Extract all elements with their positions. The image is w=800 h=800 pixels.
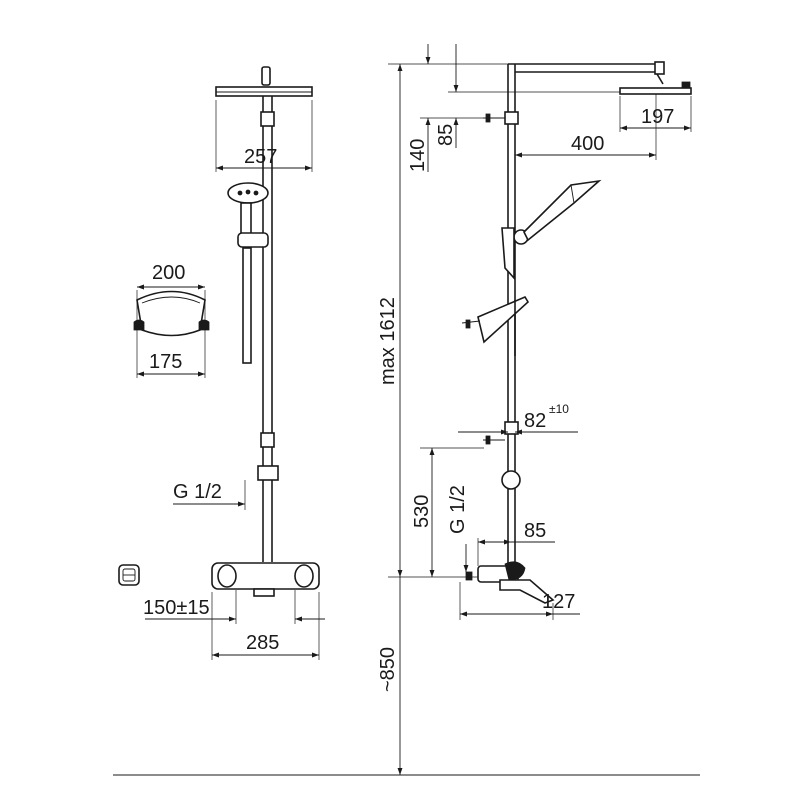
rain-shower-head-side (619, 81, 692, 95)
dim-top-85: 85 (435, 124, 457, 146)
dim-top-140: 140 (407, 139, 429, 172)
dim-mixer-width: 285 (246, 632, 279, 654)
soap-dish-side (461, 295, 530, 356)
dim-height-530: 530 (411, 495, 433, 528)
dim-depth-127: 127 (542, 591, 575, 613)
hand-shower-front (227, 182, 269, 364)
dim-bracket-82: 82 (524, 410, 546, 432)
dim-bracket-82-tolerance: ±10 (549, 402, 569, 416)
dim-head-width: 257 (244, 146, 277, 168)
dim-inlet-thread-front: G 1/2 (173, 481, 222, 503)
rain-shower-head-front (215, 86, 313, 97)
soap-dish (133, 290, 210, 337)
wall-escutcheon (118, 564, 140, 586)
dim-floor-height: ~850 (377, 647, 399, 692)
thermostat-mixer-side (465, 561, 555, 604)
side-view: max 1612 ~850 140 85 400 197 82 ±10 530 … (377, 44, 692, 775)
dim-offset-85: 85 (524, 520, 546, 542)
dim-inlet-spacing: 150±15 (143, 597, 210, 619)
dim-inlet-thread-side: G 1/2 (447, 485, 469, 534)
dim-arm-length: 400 (571, 133, 604, 155)
dim-soap-bottom: 175 (149, 351, 182, 373)
front-view: 257 200 175 G 1/2 150±15 285 (118, 66, 325, 660)
dim-soap-top: 200 (152, 262, 185, 284)
hand-shower-side (501, 179, 602, 281)
thermostat-mixer-front (211, 562, 320, 597)
dim-head-diameter: 197 (641, 106, 674, 128)
dim-total-height: max 1612 (377, 297, 399, 385)
